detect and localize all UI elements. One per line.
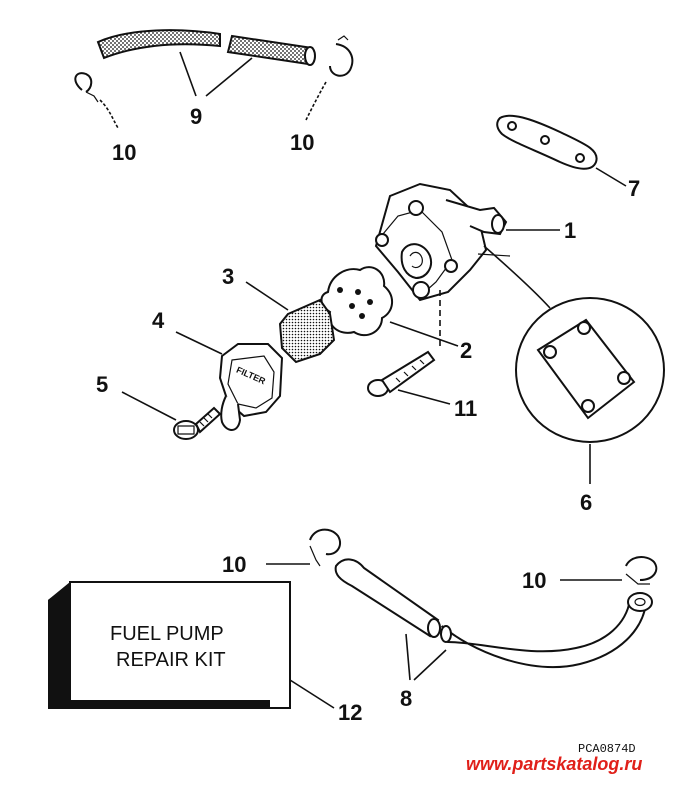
callout-1: 1 (564, 218, 576, 243)
filter-cover (218, 343, 284, 431)
fuel-pump-repair-kit-box (48, 581, 291, 709)
diagram-code: PCA0874D (578, 742, 636, 756)
hose-section-left (96, 29, 221, 60)
pump-mounting-plate (515, 297, 665, 443)
callout-5: 5 (96, 372, 108, 397)
fuel-pump-assembly (374, 182, 511, 302)
callout-10-bottom-left: 10 (222, 552, 246, 577)
hose-section-right (226, 34, 316, 66)
kit-label-line-1: FUEL PUMP (110, 623, 224, 645)
pump-gasket (496, 114, 598, 170)
callout-7: 7 (628, 176, 640, 201)
callout-11: 11 (454, 396, 477, 421)
callout-8: 8 (400, 686, 412, 711)
cover-screw (173, 406, 222, 440)
hose-clamp-bottom-left (309, 528, 342, 567)
filter-screen (278, 298, 336, 364)
watermark-url: www.partskatalog.ru (466, 754, 642, 774)
callout-12: 12 (338, 700, 362, 725)
callout-2: 2 (460, 338, 472, 363)
callout-9: 9 (190, 104, 202, 129)
callout-4: 4 (152, 308, 165, 333)
hose-clamp-bottom-right (625, 556, 658, 585)
kit-label-line-2: REPAIR KIT (116, 649, 226, 671)
callout-6: 6 (580, 490, 592, 515)
mounting-bolt (367, 350, 436, 397)
hose-clamp-top-right (329, 35, 354, 77)
callout-10-bottom-right: 10 (522, 568, 546, 593)
callout-10-top-right: 10 (290, 130, 314, 155)
pump-diaphragm (320, 266, 393, 337)
callout-3: 3 (222, 264, 234, 289)
callout-10-top-left: 10 (112, 140, 136, 165)
hose-clamp-top-left (74, 72, 99, 103)
hose-section-lower-right (440, 592, 653, 668)
hose-section-lower-left (334, 558, 441, 638)
